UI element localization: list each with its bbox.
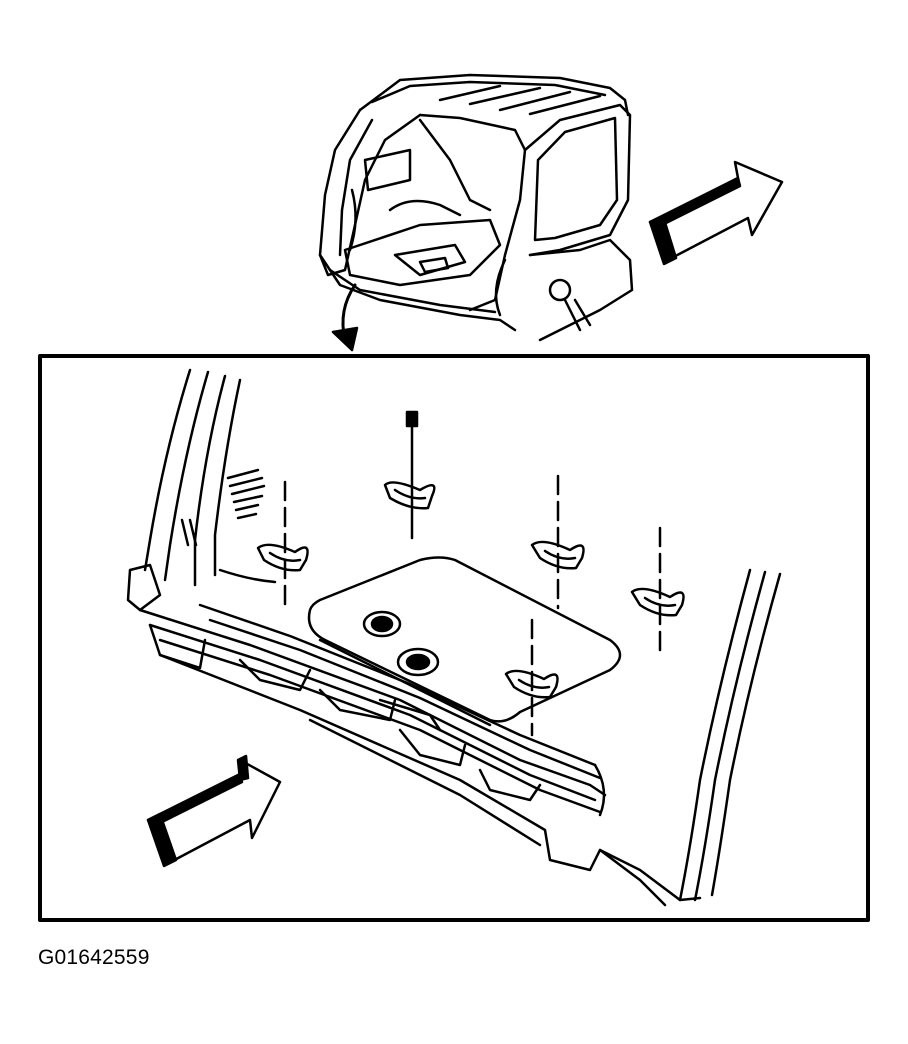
forward-arrow-icon [648,160,784,266]
quarter-panel [598,568,782,902]
forward-arrow-icon [146,754,282,868]
clip-right-upper [530,474,585,610]
clip-left [256,480,309,610]
clip-bottom-center [504,618,559,737]
liftgate-pillar [126,368,277,612]
retainer-clip-icon [256,410,685,737]
figure-code: G01642559 [38,946,150,969]
clip-far-right [630,526,685,656]
floor-cover-panel [307,556,622,727]
detail-frame [38,354,870,922]
clip-top-center [383,410,436,540]
drain-plug-icon [362,610,440,677]
curved-callout-arrow-icon [331,283,359,352]
suv-rear-cargo-icon [318,73,634,342]
rear-sill [138,603,667,907]
